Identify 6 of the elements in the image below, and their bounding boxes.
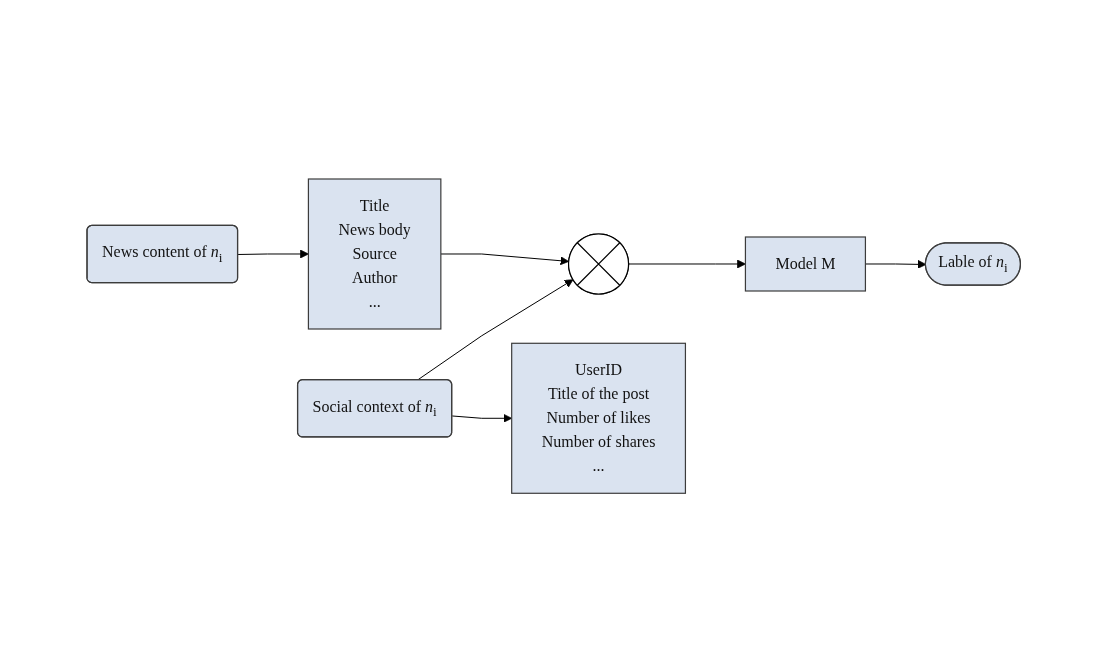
node-box: UserID Title of the post Number of likes Number of shares ...	[510, 342, 686, 494]
arrow	[440, 253, 569, 265]
node-box: Model M	[744, 236, 866, 292]
node-box: Title News body Source Author ...	[307, 178, 442, 330]
arrow	[451, 413, 512, 423]
arrow	[237, 249, 309, 259]
